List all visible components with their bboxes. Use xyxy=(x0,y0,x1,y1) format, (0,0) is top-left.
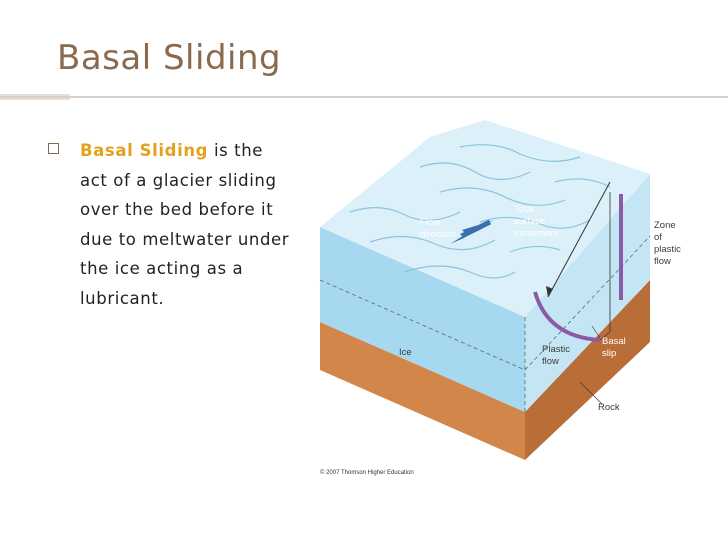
ice-front-face xyxy=(320,227,525,412)
bullet-square-icon xyxy=(48,143,59,154)
label-flow-2: direction xyxy=(420,229,456,240)
title-divider xyxy=(0,96,728,98)
ice-side-face xyxy=(525,174,650,412)
glacier-block-diagram: Flow direction Total surface movement Zo… xyxy=(319,120,681,476)
label-zone-2: of xyxy=(654,232,662,243)
label-zone-4: flow xyxy=(654,256,671,267)
slide-title: Basal Sliding xyxy=(57,38,282,78)
crevasse-texture xyxy=(349,144,611,279)
total-surface-movement-line xyxy=(547,181,611,298)
label-zone-1: Zone xyxy=(654,220,676,231)
label-basal-1: Basal xyxy=(602,336,626,347)
flow-direction-shaft xyxy=(460,219,492,239)
flow-direction-arrow xyxy=(450,220,495,244)
total-surface-arrowhead xyxy=(546,286,553,297)
bullet-paragraph: Basal Sliding is the act of a glacier sl… xyxy=(80,136,290,313)
bullet-body: is the act of a glacier sliding over the… xyxy=(80,141,290,308)
bullet-term: Basal Sliding xyxy=(80,141,209,160)
label-rock: Rock xyxy=(598,402,620,413)
label-flow-1: Flow xyxy=(420,217,440,228)
copyright-text: © 2007 Thomson Higher Education xyxy=(320,469,414,476)
rock-front-face xyxy=(320,322,525,460)
label-total-2: surface xyxy=(514,216,545,227)
leader-lines xyxy=(579,325,611,405)
label-ice: Ice xyxy=(399,347,412,358)
rock-side-face xyxy=(525,280,650,460)
label-plastic-2: flow xyxy=(542,356,559,367)
label-total-3: movement xyxy=(514,228,559,239)
ice-top-surface xyxy=(320,120,650,317)
strata-lines xyxy=(319,235,651,412)
label-zone-3: plastic xyxy=(654,244,681,255)
label-total-1: Total xyxy=(514,204,534,215)
label-plastic-1: Plastic xyxy=(542,344,570,355)
label-basal-2: slip xyxy=(602,348,616,359)
plastic-flow-curve xyxy=(533,291,601,342)
